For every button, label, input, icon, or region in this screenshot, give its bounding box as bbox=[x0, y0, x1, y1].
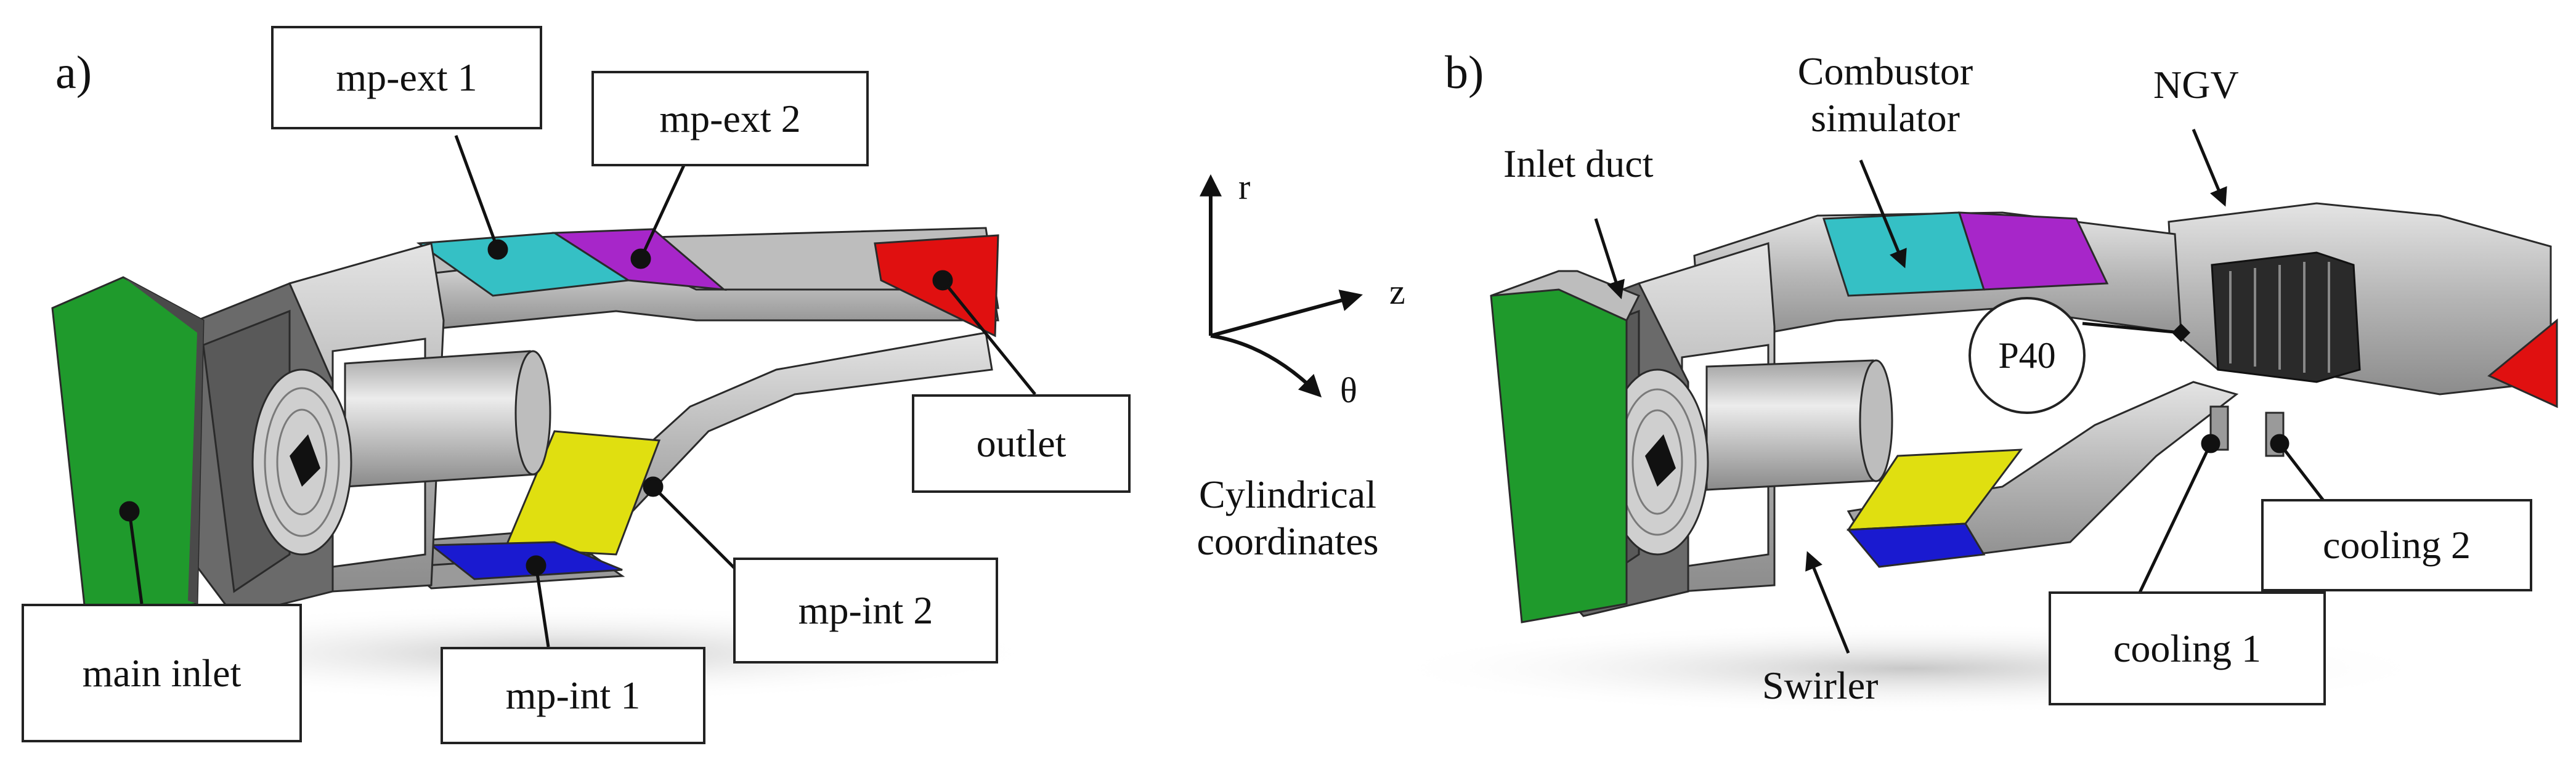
swirler-b bbox=[1606, 368, 1709, 556]
panel-b-model bbox=[1380, 202, 2558, 715]
main-inlet-face bbox=[51, 276, 205, 623]
combustor-label-line1: Combustor bbox=[1797, 49, 1973, 93]
coordinate-axes bbox=[1200, 174, 1363, 398]
mp-int-1-band bbox=[428, 541, 623, 580]
combustor-cyan-b bbox=[1822, 211, 1986, 297]
combustor-purple-b bbox=[1957, 211, 2109, 291]
liner-cylinder bbox=[344, 350, 537, 488]
coordinates-caption: Cylindrical coordinates bbox=[1158, 471, 1417, 564]
cooling-1-callout: cooling 1 bbox=[2049, 591, 2326, 705]
ngv-passage bbox=[2211, 251, 2361, 383]
z-axis bbox=[1210, 290, 1363, 338]
outlet-callout: outlet bbox=[912, 394, 1131, 493]
main-inlet-callout: main inlet bbox=[22, 604, 302, 742]
inlet-duct-label: Inlet duct bbox=[1503, 142, 1654, 185]
coordinates-caption-line1: Cylindrical bbox=[1199, 473, 1376, 516]
ngv-leader bbox=[2192, 129, 2227, 207]
lower-blue-b bbox=[1846, 522, 1986, 568]
panel-b-letter: b) bbox=[1445, 47, 1484, 99]
combustor-label-line2: simulator bbox=[1811, 95, 1960, 140]
inlet-duct-leader bbox=[1594, 218, 1625, 299]
combustor-simulator-label: Combustor simulator bbox=[1774, 48, 1996, 141]
swirler-a bbox=[251, 368, 352, 556]
r-axis-label: r bbox=[1238, 167, 1251, 207]
liner-cylinder-end bbox=[514, 350, 551, 476]
p40-callout: P40 bbox=[1969, 297, 2086, 414]
combustor-leader bbox=[1859, 160, 1907, 269]
ngv-vanes bbox=[2229, 262, 2330, 373]
panel-b-leaders bbox=[1594, 129, 2342, 654]
ngv-outlet-red bbox=[2487, 318, 2558, 408]
liner-cylinder-b bbox=[1705, 359, 1880, 491]
swirler-leader bbox=[1805, 551, 1850, 654]
inlet-duct-green bbox=[1490, 270, 1628, 623]
mp-int-2-callout: mp-int 2 bbox=[733, 558, 998, 664]
coordinates-caption-line2: coordinates bbox=[1197, 519, 1379, 563]
mp-ext-1-callout: mp-ext 1 bbox=[271, 26, 542, 129]
main-inlet-gap bbox=[123, 277, 203, 604]
panel-a-leaders bbox=[119, 135, 1036, 647]
swirler-label: Swirler bbox=[1762, 664, 1879, 707]
ngv-label: NGV bbox=[2153, 63, 2239, 107]
theta-axis-label: θ bbox=[1340, 370, 1357, 410]
mp-int-1-callout: mp-int 1 bbox=[441, 647, 705, 744]
p40-marker bbox=[2172, 323, 2190, 342]
panel-a-letter: a) bbox=[55, 47, 92, 99]
p40-leader bbox=[2082, 322, 2182, 335]
liner-cylinder-end-b bbox=[1859, 359, 1893, 482]
inlet-duct-top bbox=[1490, 270, 1641, 322]
theta-axis bbox=[1210, 334, 1322, 398]
cooling-2-callout: cooling 2 bbox=[2261, 499, 2532, 591]
z-axis-label: z bbox=[1389, 272, 1405, 312]
mp-ext-2-callout: mp-ext 2 bbox=[591, 71, 869, 166]
